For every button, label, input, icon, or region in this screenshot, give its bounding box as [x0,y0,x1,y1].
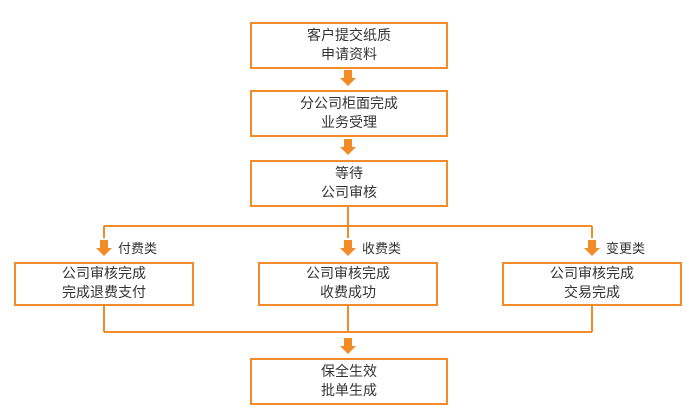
branch-label-text: 收费类 [362,242,402,257]
branch-box-pay: 公司审核完成 完成退费支付 [14,262,194,306]
arrow-down-icon [584,239,600,256]
arrow-down-icon [340,338,356,354]
step-text-line: 客户提交纸质 [307,27,391,44]
branch-text-line: 公司审核完成 [306,266,390,282]
step-text-line: 批单生成 [321,382,377,399]
step-submit-box: 客户提交纸质 申请资料 [250,22,448,69]
arrow-down-icon [96,239,112,256]
step-text-line: 保全生效 [321,363,377,380]
step-review-box: 等待 公司审核 [250,160,448,207]
branch-text-line: 完成退费支付 [62,285,146,301]
step-text-line: 分公司柜面完成 [300,95,398,112]
arrow-down-icon [340,239,356,256]
branch-text-line: 交易完成 [564,285,620,301]
step-text-line: 等待 [335,165,363,182]
branch-label-change: 变更类 [584,238,645,257]
branch-label-charge: 收费类 [340,238,401,257]
step-final-box: 保全生效 批单生成 [250,358,448,405]
branch-text-line: 公司审核完成 [550,266,634,282]
step-text-line: 申请资料 [321,46,377,63]
step-text-line: 公司审核 [321,184,377,201]
step-text-line: 业务受理 [321,114,377,131]
branch-label-text: 付费类 [118,242,158,257]
branch-box-change: 公司审核完成 交易完成 [502,262,682,306]
split-connector [103,206,593,238]
branch-text-line: 收费成功 [320,285,376,301]
branch-label-text: 变更类 [606,242,646,257]
branch-box-charge: 公司审核完成 收费成功 [258,262,438,306]
branch-label-pay: 付费类 [96,238,157,257]
step-counter-box: 分公司柜面完成 业务受理 [250,90,448,137]
merge-connector [103,305,593,333]
branch-text-line: 公司审核完成 [62,266,146,282]
arrow-down-icon [340,70,356,86]
arrow-down-icon [340,139,356,155]
